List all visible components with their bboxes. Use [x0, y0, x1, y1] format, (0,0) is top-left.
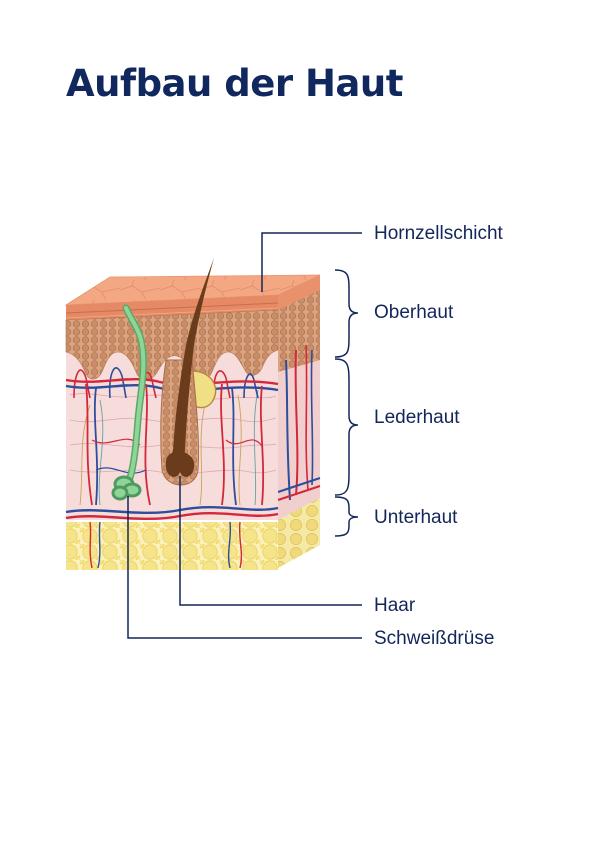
- leader-lines: [127, 232, 362, 639]
- label-lederhaut: Lederhaut: [374, 407, 460, 428]
- label-haar: Haar: [374, 595, 416, 616]
- page-title: Aufbau der Haut: [66, 62, 403, 105]
- leader-schweissdruese: [127, 496, 362, 639]
- leader-haar: [179, 476, 362, 606]
- block-side-face: [277, 275, 321, 568]
- leader-hornzellschicht: [261, 232, 362, 292]
- label-oberhaut: Oberhaut: [374, 302, 454, 323]
- label-unterhaut: Unterhaut: [374, 507, 458, 528]
- label-hornzellschicht: Hornzellschicht: [374, 223, 503, 244]
- sweat-gland: [111, 304, 147, 501]
- brace-unterhaut: [334, 496, 359, 537]
- brace-lederhaut: [334, 358, 359, 496]
- label-schweissdruese: Schweißdrüse: [374, 628, 495, 649]
- braces: [334, 269, 359, 537]
- brace-oberhaut: [334, 269, 359, 358]
- hair-follicle: [160, 258, 217, 486]
